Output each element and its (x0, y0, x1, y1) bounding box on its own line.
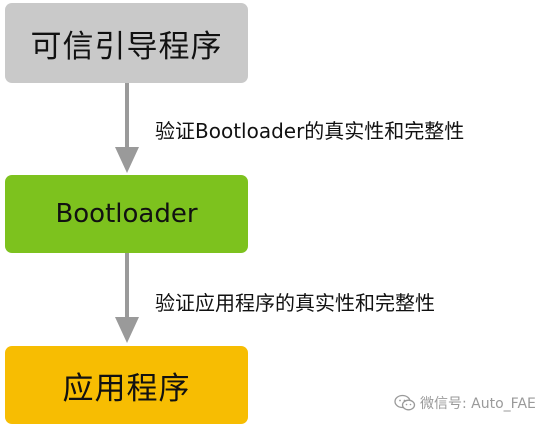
node-trusted-boot-program-label: 可信引导程序 (30, 28, 223, 65)
arrow-bootloader-to-application (115, 253, 139, 343)
watermark: 微信号: Auto_FAE (394, 393, 536, 413)
wechat-icon (394, 394, 416, 411)
node-bootloader: Bootloader (5, 175, 248, 253)
node-application-label: 应用程序 (62, 370, 191, 407)
node-application: 应用程序 (5, 346, 248, 424)
node-trusted-boot-program: 可信引导程序 (5, 3, 248, 83)
watermark-text: 微信号: Auto_FAE (420, 396, 536, 412)
edge-label-verify-application: 验证应用程序的真实性和完整性 (155, 291, 435, 315)
arrow-trusted-to-bootloader (115, 83, 139, 173)
node-bootloader-label: Bootloader (55, 199, 198, 229)
edge-label-verify-bootloader: 验证Bootloader的真实性和完整性 (155, 119, 465, 143)
